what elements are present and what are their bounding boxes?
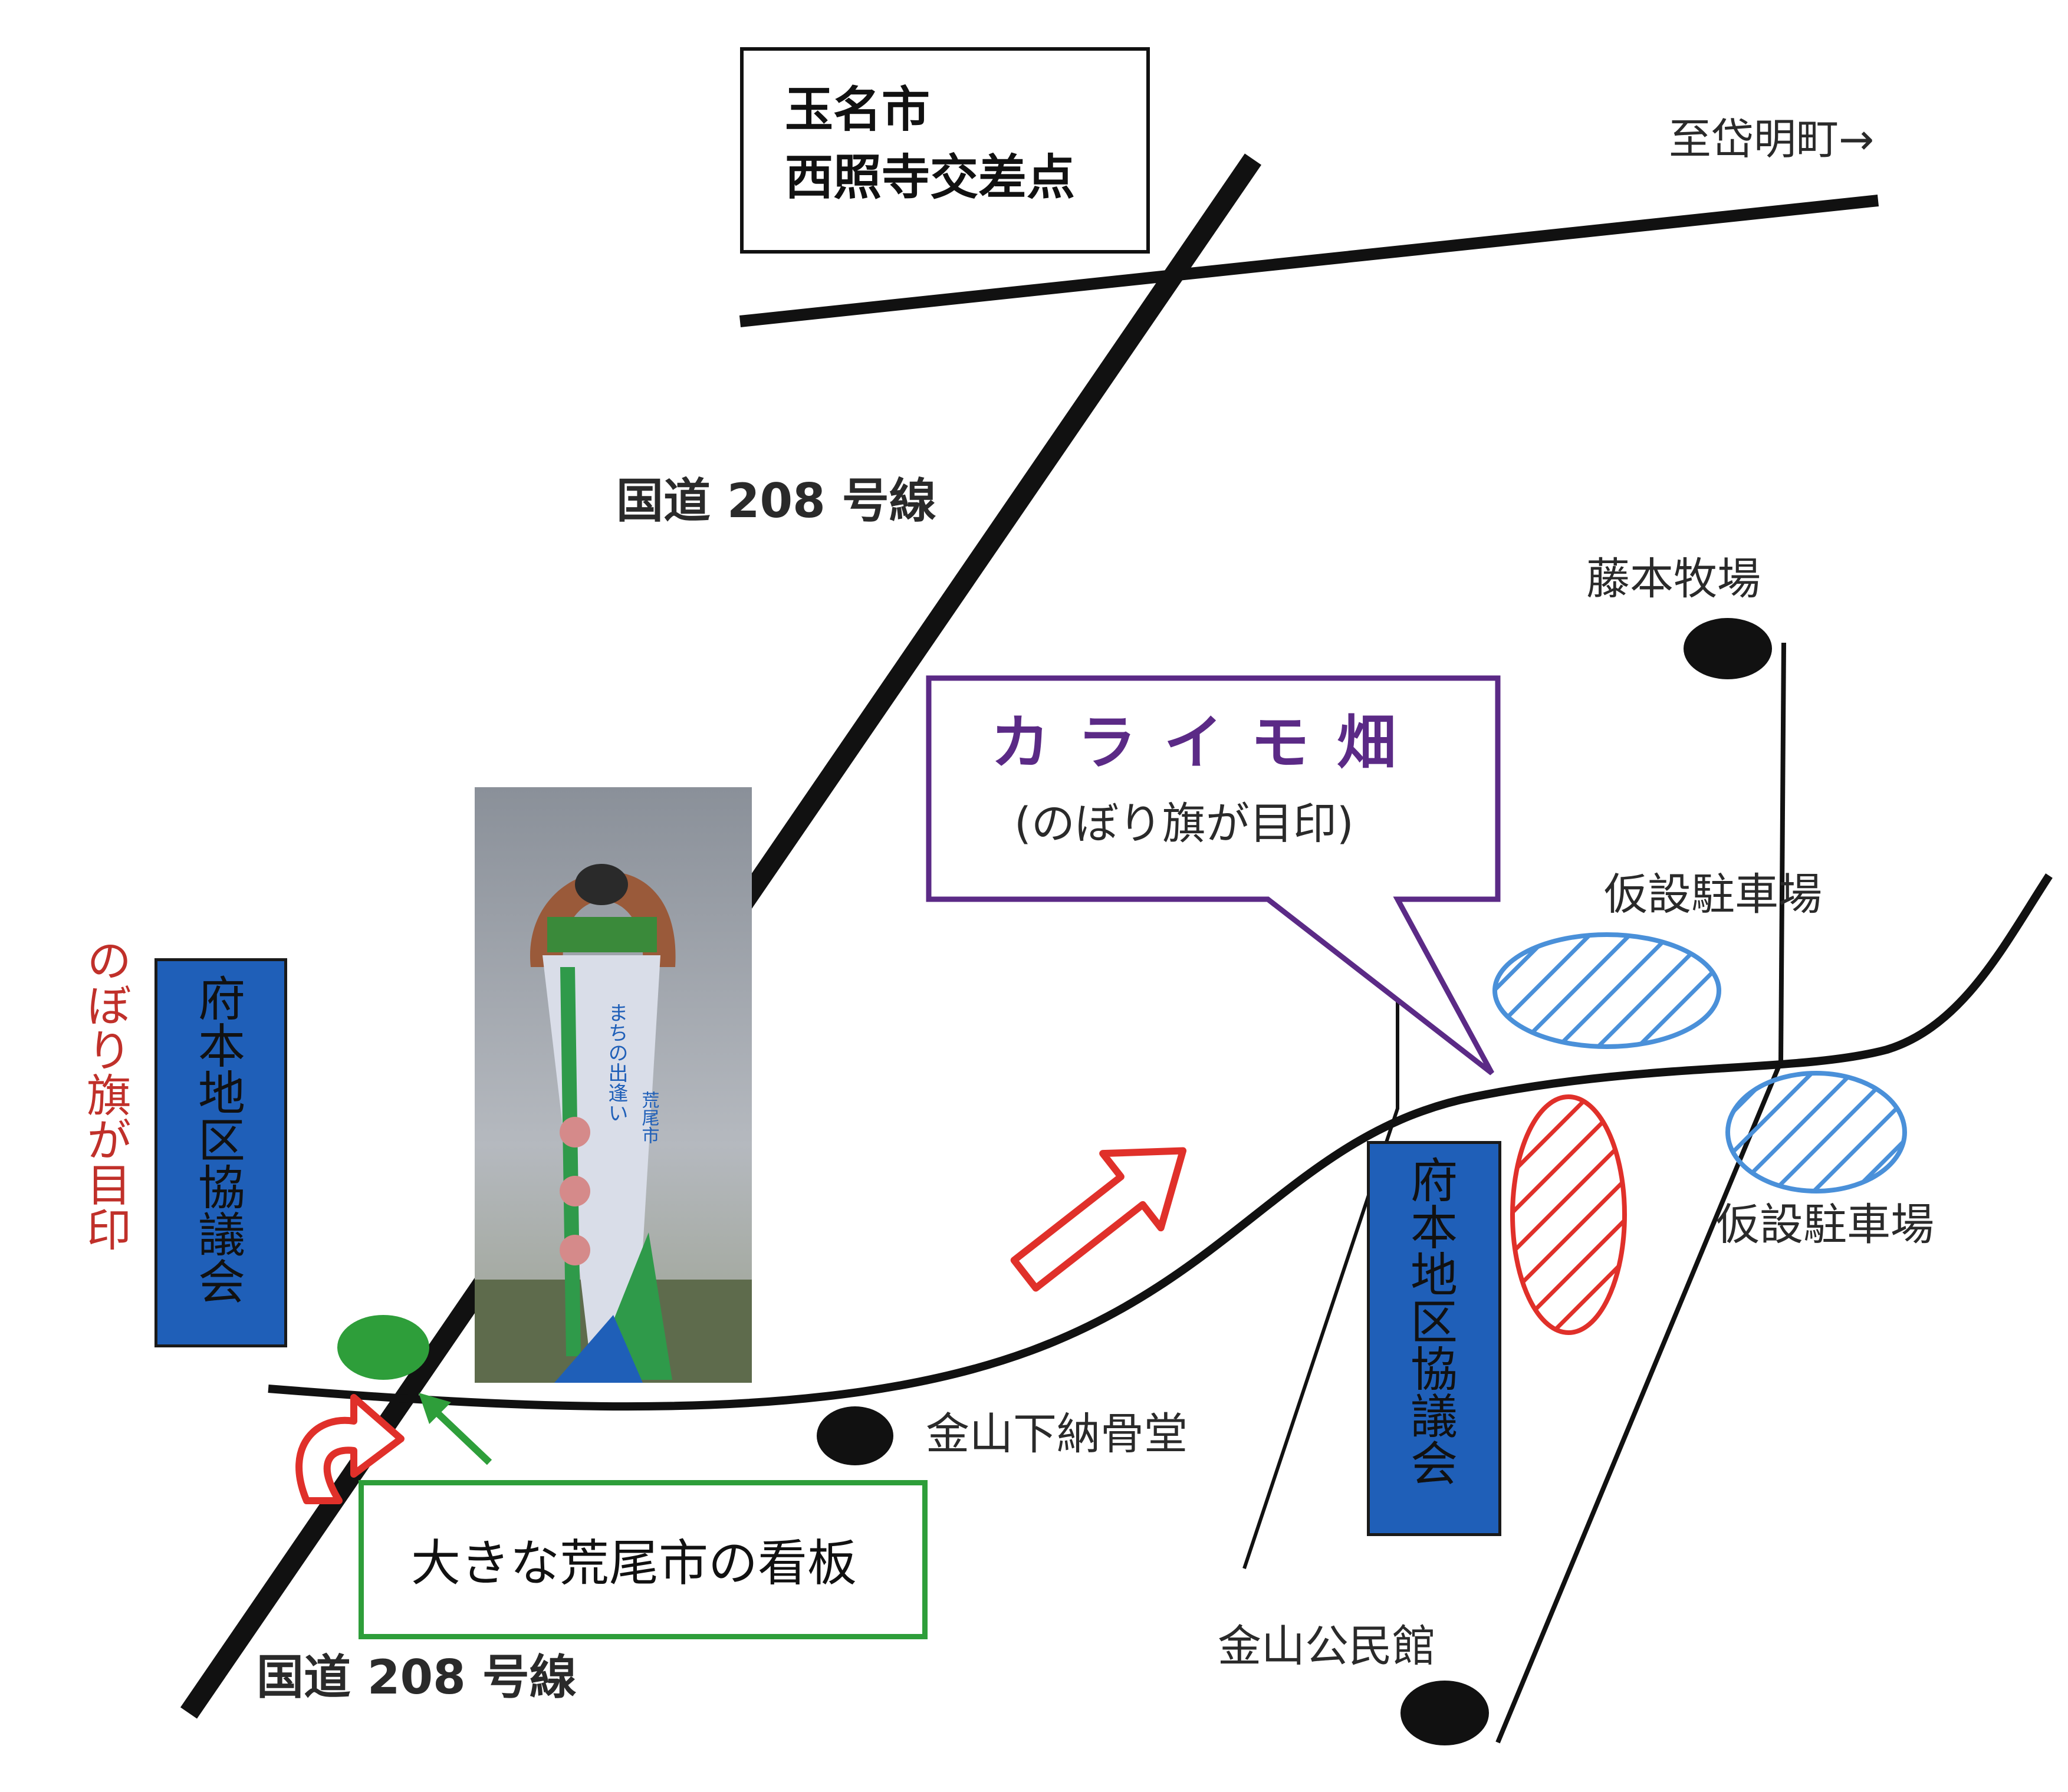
ossuary-dot-icon: [817, 1406, 893, 1465]
parking-label-east: 仮設駐車場: [1716, 1199, 1934, 1250]
council-sign-right-text: 府本地区協議会: [1403, 1156, 1458, 1486]
green-circle-marker: [337, 1315, 429, 1380]
route208-south-label: 国道 208 号線: [257, 1650, 577, 1705]
signboard-box-text: 大きな荒尾市の看板: [411, 1534, 857, 1592]
callout-subtitle: (のぼり旗が目印): [1014, 798, 1354, 849]
signboard-text-2: 荒尾市: [639, 1091, 660, 1144]
to-taimei-label: 至岱明町→: [1669, 114, 1875, 164]
banner-note-label: のぼり旗が目印: [79, 938, 131, 1251]
road-lower: [268, 873, 2053, 1411]
callout-bubble: [926, 675, 1501, 1076]
intersection-name: 西照寺交差点: [785, 150, 1076, 206]
signboard-photo: まちの出逢い 荒尾市: [475, 787, 752, 1383]
route208-north-label: 国道 208 号線: [616, 474, 936, 528]
council-sign-left: 府本地区協議会: [154, 958, 287, 1347]
intersection-box: 玉名市 西照寺交差点: [740, 47, 1150, 254]
direction-arrow-icon: [1010, 1147, 1187, 1292]
callout-title: カ ラ イ モ 畑: [991, 708, 1400, 777]
council-sign-right: 府本地区協議会: [1367, 1141, 1501, 1536]
road-thin-west: [1242, 973, 1399, 1569]
community-hall-dot-icon: [1400, 1681, 1489, 1745]
signboard-box: 大きな荒尾市の看板: [359, 1480, 928, 1639]
green-arrow-head: [419, 1393, 451, 1424]
road-thin-diagonal: [1495, 1060, 1783, 1744]
community-hall-label: 金山公民館: [1218, 1621, 1436, 1672]
signboard-text-1: まちの出逢い: [604, 1002, 628, 1123]
road-upper: [739, 195, 1879, 327]
parking-lot-east: [1725, 1071, 1907, 1193]
council-sign-left-text: 府本地区協議会: [190, 974, 245, 1304]
fujimoto-farm-label: 藤本牧場: [1586, 554, 1761, 604]
intersection-city: 玉名市: [785, 82, 931, 138]
fujimoto-farm-dot-icon: [1684, 618, 1772, 679]
turn-arrow-icon: [295, 1394, 405, 1504]
ossuary-label: 金山下納骨堂: [926, 1409, 1188, 1459]
sweet-potato-field: [1510, 1094, 1627, 1335]
parking-label-north: 仮設駐車場: [1604, 869, 1822, 920]
road-thin-farm: [1778, 642, 1786, 1062]
green-arrow-icon: [428, 1403, 492, 1465]
parking-lot-north: [1492, 932, 1721, 1049]
